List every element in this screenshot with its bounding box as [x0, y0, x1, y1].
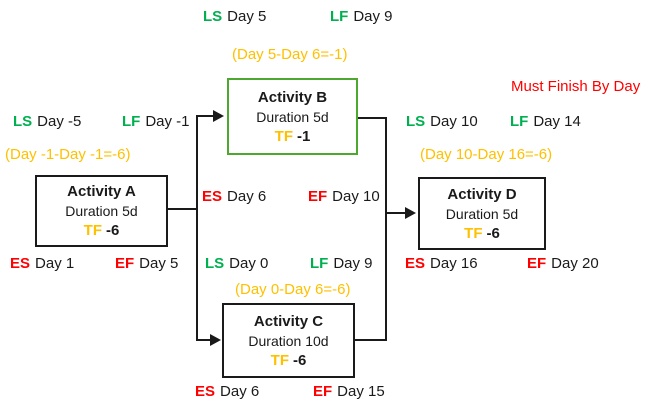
- activity-b-duration: Duration 5d: [256, 108, 329, 125]
- connector-c-out: [355, 339, 387, 341]
- lf-value: Day -1: [145, 113, 190, 130]
- activity-c-duration: Duration 10d: [248, 332, 329, 349]
- activity-c-box: Activity C Duration 10d TF-6: [222, 303, 355, 378]
- activity-d-title: Activity D: [447, 185, 517, 203]
- arrowhead-to-b-icon: [213, 110, 224, 122]
- ef-label: EF: [527, 255, 547, 272]
- connector-b-out: [358, 117, 387, 119]
- activity-b-title: Activity B: [257, 88, 328, 106]
- activity-d-total-float: TF-6: [464, 225, 500, 242]
- tf-value: -6: [292, 351, 307, 369]
- activity-a-box: Activity A Duration 5d TF-6: [35, 175, 168, 247]
- arrowhead-to-d-icon: [405, 207, 416, 219]
- activity-d-box: Activity D Duration 5d TF-6: [418, 177, 546, 250]
- es-value: Day 1: [35, 255, 75, 272]
- tf-label: TF: [274, 127, 293, 145]
- es-label: ES: [195, 383, 216, 400]
- es-value: Day 16: [430, 255, 478, 272]
- ef-value: Day 15: [337, 383, 385, 400]
- es-label: ES: [405, 255, 426, 272]
- ef-value: Day 5: [139, 255, 179, 272]
- connector-d-in: [385, 212, 407, 214]
- activity-c-float-calc: (Day 0-Day 6=-6): [235, 281, 351, 298]
- ef-label: EF: [308, 188, 328, 205]
- connector-b-in: [196, 115, 214, 117]
- ls-label: LS: [406, 113, 426, 130]
- activity-c-title: Activity C: [253, 312, 324, 330]
- lf-value: Day 14: [533, 113, 581, 130]
- ef-value: Day 20: [551, 255, 599, 272]
- lf-label: LF: [310, 255, 329, 272]
- ls-label: LS: [205, 255, 225, 272]
- tf-value: -6: [486, 224, 500, 242]
- activity-b-float-calc: (Day 5-Day 6=-1): [232, 46, 348, 63]
- activity-d-float-calc: (Day 10-Day 16=-6): [420, 146, 553, 163]
- activity-a-total-float: TF-6: [84, 222, 120, 239]
- tf-label: TF: [83, 222, 102, 239]
- tf-value: -1: [296, 127, 311, 145]
- tf-label: TF: [270, 351, 289, 369]
- activity-a-title: Activity A: [67, 183, 136, 200]
- es-label: ES: [10, 255, 31, 272]
- connector-c-in: [196, 339, 212, 341]
- ls-value: Day -5: [37, 113, 82, 130]
- ef-label: EF: [313, 383, 333, 400]
- activity-b-total-float: TF-1: [275, 128, 311, 145]
- ef-value: Day 10: [332, 188, 380, 205]
- lf-value: Day 9: [353, 8, 393, 25]
- tf-label: TF: [464, 224, 483, 242]
- ls-label: LS: [13, 113, 33, 130]
- connector-a-out: [168, 208, 198, 210]
- lf-label: LF: [510, 113, 529, 130]
- ls-label: LS: [203, 8, 223, 25]
- lf-value: Day 9: [333, 255, 373, 272]
- es-value: Day 6: [227, 188, 267, 205]
- ls-value: Day 10: [430, 113, 478, 130]
- activity-c-total-float: TF-6: [271, 352, 307, 369]
- activity-d-duration: Duration 5d: [445, 205, 519, 222]
- ef-label: EF: [115, 255, 135, 272]
- tf-value: -6: [105, 222, 120, 239]
- lf-label: LF: [330, 8, 349, 25]
- connector-left-vertical: [196, 115, 198, 341]
- lf-label: LF: [122, 113, 141, 130]
- arrowhead-to-c-icon: [210, 334, 221, 346]
- connector-right-vertical: [385, 117, 387, 341]
- activity-b-box: Activity B Duration 5d TF-1: [227, 78, 358, 155]
- es-label: ES: [202, 188, 223, 205]
- must-finish-note: Must Finish By Day: [511, 78, 641, 95]
- activity-a-float-calc: (Day -1-Day -1=-6): [5, 146, 131, 163]
- ls-value: Day 0: [229, 255, 269, 272]
- activity-a-duration: Duration 5d: [65, 203, 138, 219]
- ls-value: Day 5: [227, 8, 267, 25]
- es-value: Day 6: [220, 383, 260, 400]
